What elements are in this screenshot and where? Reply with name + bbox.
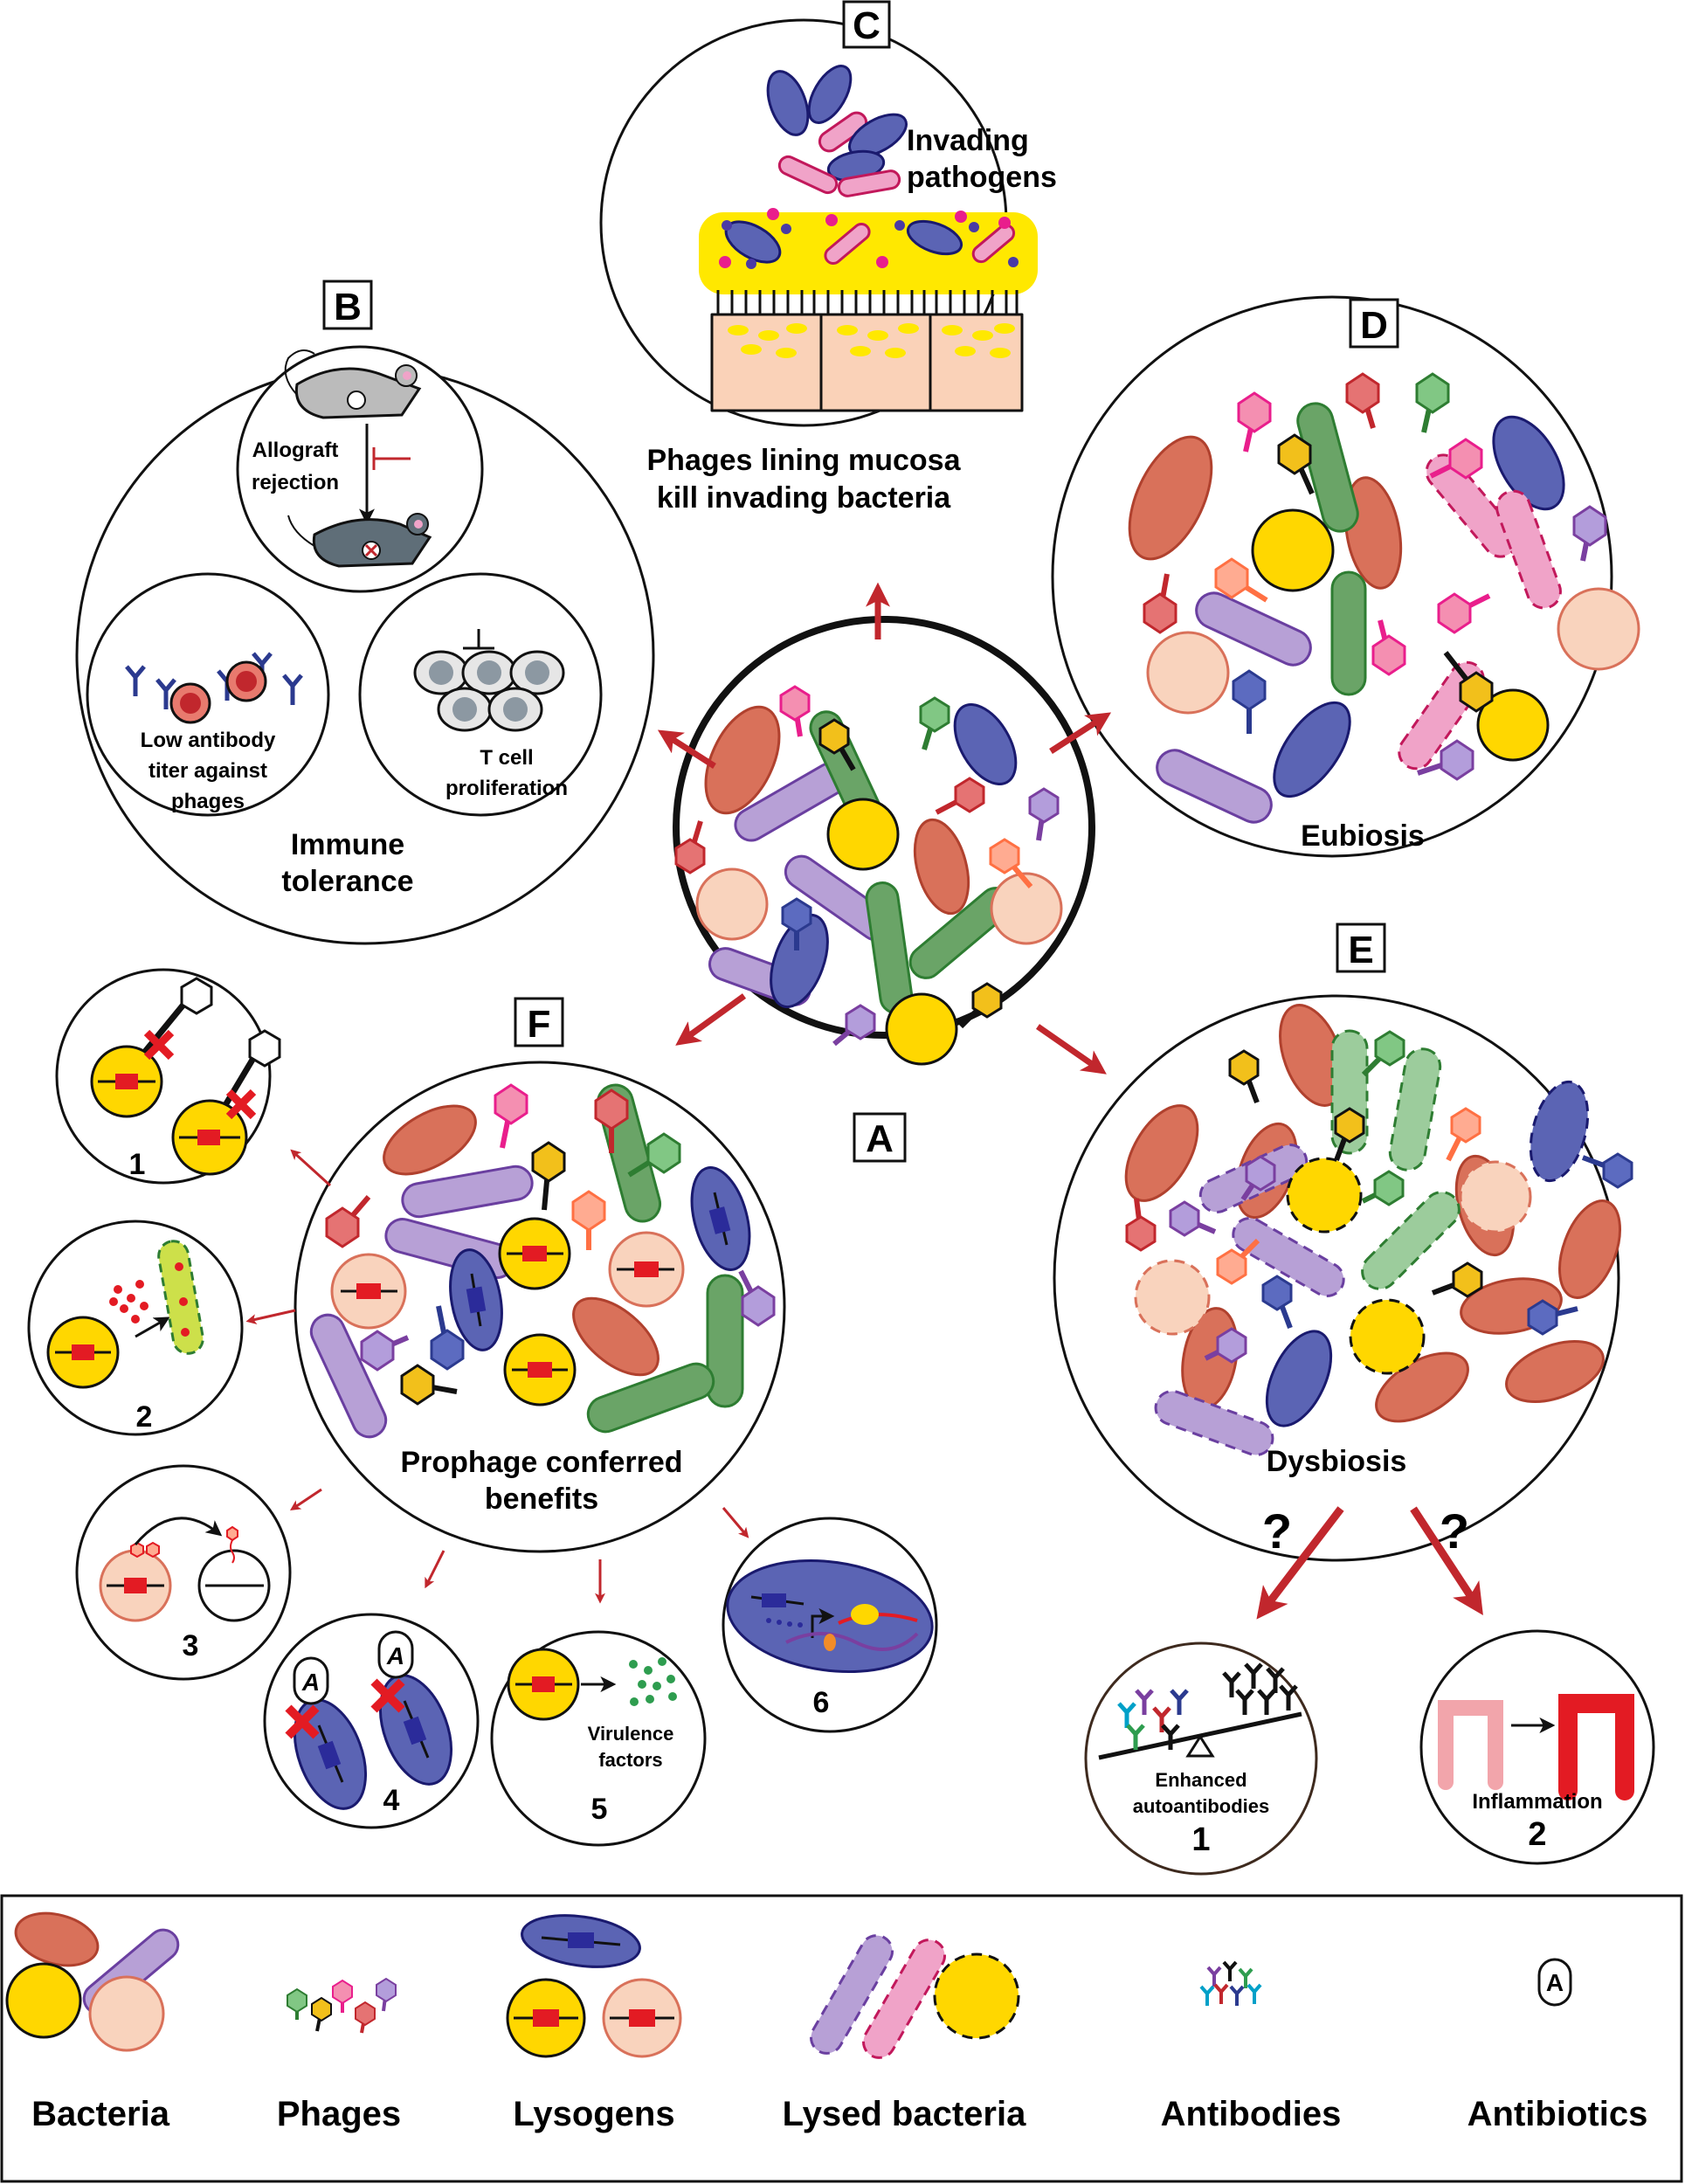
panel-d-letter: D	[1360, 304, 1388, 347]
prophage-genes	[341, 1192, 731, 1378]
eubiosis-phages	[1143, 372, 1607, 781]
colon-inflamed-icon	[1558, 1694, 1634, 1800]
invading-label-2: pathogens	[907, 161, 1057, 194]
dysbiosis-phages	[1125, 1030, 1633, 1364]
f-sub-arrows	[245, 1149, 749, 1604]
panel-c-caption-2: kill invading bacteria	[657, 481, 951, 515]
black-autoantibodies	[1222, 1662, 1298, 1715]
legend: A Bacteria Phages Lysogens Lysed bacteri…	[0, 1894, 1683, 2183]
arrow-to-autoantibodies	[1256, 1506, 1344, 1620]
f-sub-4: A A 4	[263, 1613, 480, 1829]
virulence-label-1: Virulence	[588, 1723, 674, 1745]
panel-f-letter: F	[528, 1003, 551, 1046]
f-number-5: 5	[591, 1793, 608, 1826]
invading-label-1: Invading	[907, 124, 1029, 157]
f-sub-2: 2	[27, 1220, 244, 1436]
f4-antibiotic-letter-2: A	[386, 1642, 404, 1669]
legend-label-lysed: Lysed bacteria	[783, 2095, 1026, 2133]
panel-d-caption: Eubiosis	[1301, 819, 1425, 853]
panel-a-letter-box	[853, 1112, 907, 1163]
mouse-rejected	[287, 513, 432, 568]
panel-f-caption-2: benefits	[485, 1482, 598, 1516]
legend-label-bacteria: Bacteria	[31, 2095, 170, 2133]
f-number-2: 2	[136, 1400, 153, 1434]
autoantibody-label-1: Enhanced	[1155, 1769, 1246, 1791]
antibody-label-3: phages	[171, 790, 245, 813]
mouse-healthy	[284, 349, 422, 419]
epithelium	[710, 290, 1024, 412]
f4-antibiotic-letter-1: A	[301, 1669, 320, 1696]
inflammation-label: Inflammation	[1472, 1790, 1602, 1814]
f-sub-6: 6	[722, 1517, 938, 1733]
panel-b-letter: B	[334, 286, 362, 328]
inflammation-circle	[1419, 1629, 1655, 1865]
f-sub-5: Virulence factors 5	[490, 1630, 707, 1847]
f-number-4: 4	[383, 1784, 400, 1817]
legend-antibodies-icon	[1199, 1960, 1262, 2006]
legend-label-antibodies: Antibodies	[1161, 2095, 1342, 2133]
legend-antibiotic-letter: A	[1546, 1969, 1564, 1996]
invading-pathogens	[766, 65, 908, 197]
panel-b-caption-1: Immune	[291, 828, 404, 861]
panel-f-letter-box	[514, 997, 564, 1047]
panel-e: E	[1053, 923, 1655, 1876]
antibody-label-1: Low antibody	[141, 729, 276, 752]
panel-c-letter-box	[842, 0, 891, 49]
legend-phages-icon	[287, 1977, 397, 2034]
center-phages	[674, 685, 1060, 1047]
seesaw	[1098, 1711, 1302, 1760]
f-number-1: 1	[129, 1148, 146, 1181]
eubiosis-bacteria	[1128, 402, 1640, 824]
panel-d-letter-box	[1349, 298, 1399, 349]
tcell-label-1: T cell	[480, 746, 533, 770]
mucus-contents	[719, 208, 1019, 269]
question-mark-2: ?	[1440, 1503, 1469, 1559]
plasma-cells	[169, 660, 267, 724]
panel-f-caption-1: Prophage conferred	[400, 1446, 682, 1479]
arrow-to-inflammation	[1410, 1506, 1483, 1616]
panel-e-letter-box	[1336, 923, 1386, 973]
question-mark-1: ?	[1262, 1503, 1292, 1559]
f-sub-1: 1	[55, 968, 281, 1185]
panel-f: F	[27, 968, 938, 1847]
f-number-3: 3	[183, 1629, 199, 1662]
legend-label-phages: Phages	[277, 2095, 401, 2133]
legend-label-lysogens: Lysogens	[513, 2095, 674, 2133]
antibody-label-2: titer against	[148, 759, 267, 783]
autoantibody-number: 1	[1191, 1821, 1210, 1858]
prophage-phages	[325, 1083, 776, 1406]
panel-c-caption-1: Phages lining mucosa	[647, 444, 962, 477]
panel-a-letter: A	[866, 1117, 894, 1160]
allograft-label-1: Allograft	[252, 439, 339, 462]
f-sub-3: 3	[75, 1464, 292, 1681]
panel-e-caption: Dysbiosis	[1267, 1445, 1407, 1478]
allograft-label-2: rejection	[252, 471, 339, 494]
panel-a: A	[673, 616, 1095, 1163]
legend-lysed-icon	[810, 1934, 1020, 2059]
legend-bacteria-icon	[5, 1911, 180, 2052]
colored-antibodies	[1117, 1689, 1189, 1750]
panel-c: C Invading pathogens	[599, 0, 1057, 515]
panel-b-letter-box	[322, 280, 373, 330]
autoantibody-label-2: autoantibodies	[1133, 1795, 1269, 1817]
main-arrows	[657, 582, 1112, 1075]
panel-e-letter: E	[1348, 929, 1373, 971]
tcell-label-2: proliferation	[445, 777, 568, 800]
legend-lysogens-icon	[506, 1914, 682, 2058]
center-bacteria	[695, 702, 1063, 1066]
virulence-label-2: factors	[598, 1749, 662, 1771]
panel-c-letter: C	[853, 4, 880, 47]
f-number-6: 6	[813, 1686, 830, 1719]
colon-healthy-icon	[1438, 1700, 1503, 1790]
legend-antibiotic-icon: A	[1537, 1958, 1572, 2007]
panel-d: D	[1051, 295, 1640, 858]
panel-b: B Allograft rejection	[75, 280, 655, 945]
panel-b-caption-2: tolerance	[281, 865, 413, 898]
inflammation-number: 2	[1528, 1816, 1546, 1853]
legend-label-antibiotics: Antibiotics	[1467, 2095, 1648, 2133]
